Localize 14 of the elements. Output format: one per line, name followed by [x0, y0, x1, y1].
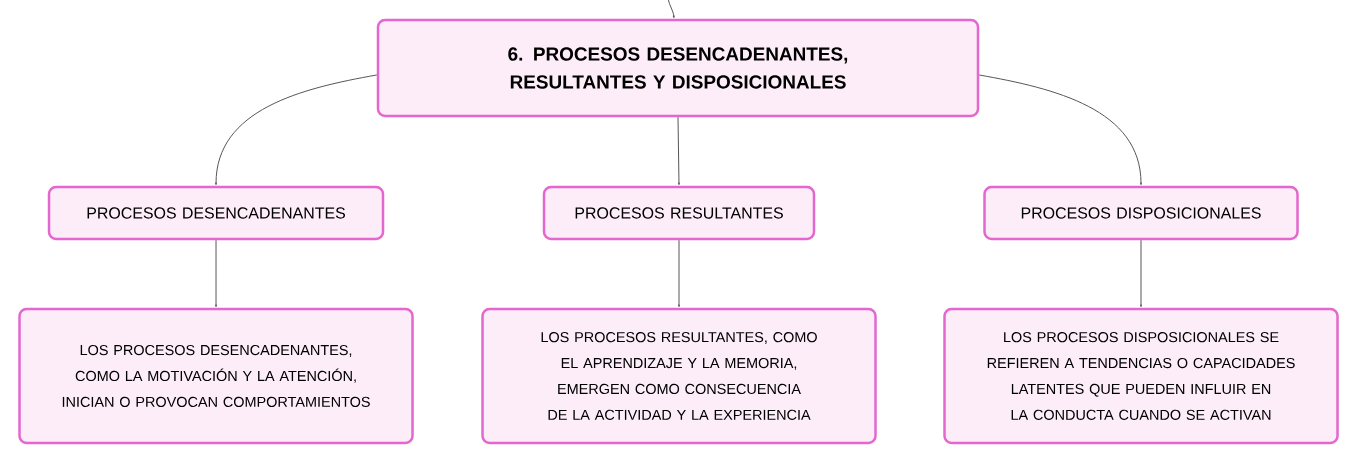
arrow — [978, 74, 1143, 186]
arrow — [677, 239, 681, 308]
topic-box: PROCESOS DESENCADENANTES — [47, 185, 385, 241]
arrow — [214, 239, 218, 308]
arrow — [667, 0, 675, 19]
topic-box: PROCESOS DISPOSICIONALES — [983, 185, 1299, 241]
arrow — [1139, 239, 1143, 308]
topic-box: PROCESOS RESULTANTES — [542, 185, 816, 241]
arrow — [214, 74, 378, 186]
arrow — [677, 116, 681, 186]
description-box: LOS PROCESOS RESULTANTES, COMO EL APRENDIZAJE Y LA MEMORIA, EMERGEN COMO CONSECUENCIA DE LA ACTIVIDAD Y LA EXPERIENCIA — [481, 307, 877, 445]
description-box: LOS PROCESOS DESENCADENANTES, COMO LA MOTIVACIÓN Y LA ATENCIÓN, INICIAN O PROVOCAN COMPORTAMIENTOS — [18, 307, 414, 445]
title-box: 6. PROCESOS DESENCADENANTES, RESULTANTES Y DISPOSICIONALES — [376, 18, 980, 118]
description-box: LOS PROCESOS DISPOSICIONALES SE REFIEREN A TENDENCIAS O CAPACIDADES LATENTES QUE PUEDEN INFLUIR EN LA CONDUCTA CUANDO SE ACTIVAN — [943, 307, 1339, 445]
